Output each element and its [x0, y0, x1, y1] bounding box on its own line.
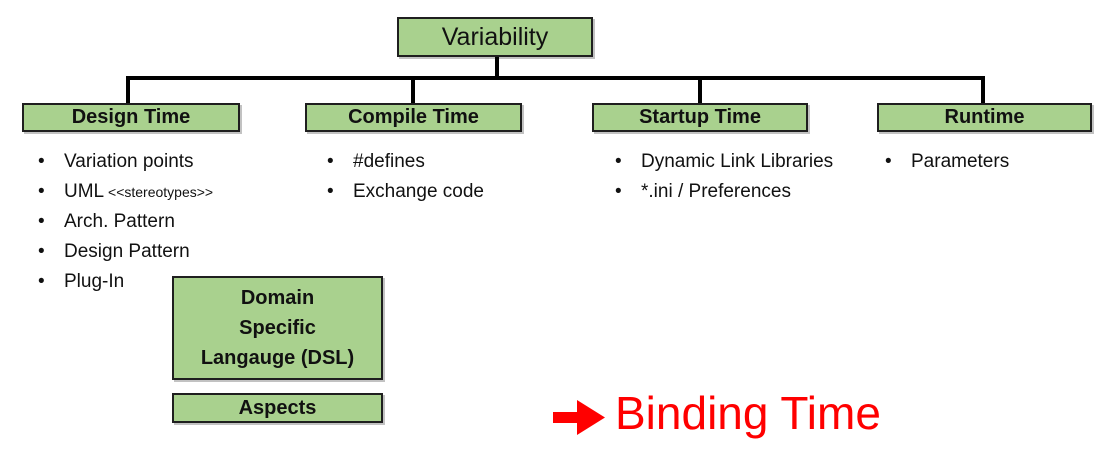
header-label: Runtime [944, 106, 1025, 128]
list-item: Design Pattern [36, 237, 296, 267]
header-label: Startup Time [639, 106, 761, 128]
connector-stub-compile-time [411, 78, 415, 103]
aspects-label: Aspects [238, 396, 317, 419]
list-item: Arch. Pattern [36, 207, 296, 237]
variability-box: Variability [397, 17, 593, 57]
list-item: UML <<stereotypes>> [36, 177, 296, 207]
dsl-box-label: Domain Specific Langauge (DSL) [200, 287, 355, 369]
connector-stub-design-time [126, 78, 130, 103]
header-box-startup-time: Startup Time [592, 103, 808, 132]
list-item: Exchange code [325, 177, 555, 207]
connector-horizontal [126, 76, 985, 80]
variability-label: Variability [441, 22, 549, 51]
header-box-runtime: Runtime [877, 103, 1092, 132]
aspects-box: Aspects [172, 393, 383, 423]
header-label: Compile Time [348, 106, 479, 128]
list-item: Plug-In [36, 267, 296, 297]
list-item: #defines [325, 147, 555, 177]
connector-root-stub [495, 57, 499, 78]
connector-stub-runtime [981, 78, 985, 103]
list-item: Dynamic Link Libraries [613, 147, 841, 177]
header-box-design-time: Design Time [22, 103, 240, 132]
bullet-list-startup-time: Dynamic Link Libraries*.ini / Preference… [613, 147, 843, 207]
header-label: Design Time [71, 106, 191, 128]
right-arrow-icon [553, 400, 605, 435]
header-box-compile-time: Compile Time [305, 103, 522, 132]
list-item: Parameters [883, 147, 1103, 177]
dsl-box: Domain Specific Langauge (DSL) [172, 276, 383, 380]
list-item-small-text: <<stereotypes>> [104, 184, 214, 200]
list-item: *.ini / Preferences [613, 177, 841, 207]
binding-time-label: Binding Time [615, 387, 881, 439]
connector-stub-startup-time [698, 78, 702, 103]
bullet-list-design-time: Variation pointsUML <<stereotypes>>Arch.… [36, 147, 296, 297]
bullet-list-compile-time: #definesExchange code [325, 147, 555, 207]
bullet-list-runtime: Parameters [883, 147, 1103, 177]
list-item: Variation points [36, 147, 296, 177]
binding-time-annotation: Binding Time [553, 386, 881, 440]
